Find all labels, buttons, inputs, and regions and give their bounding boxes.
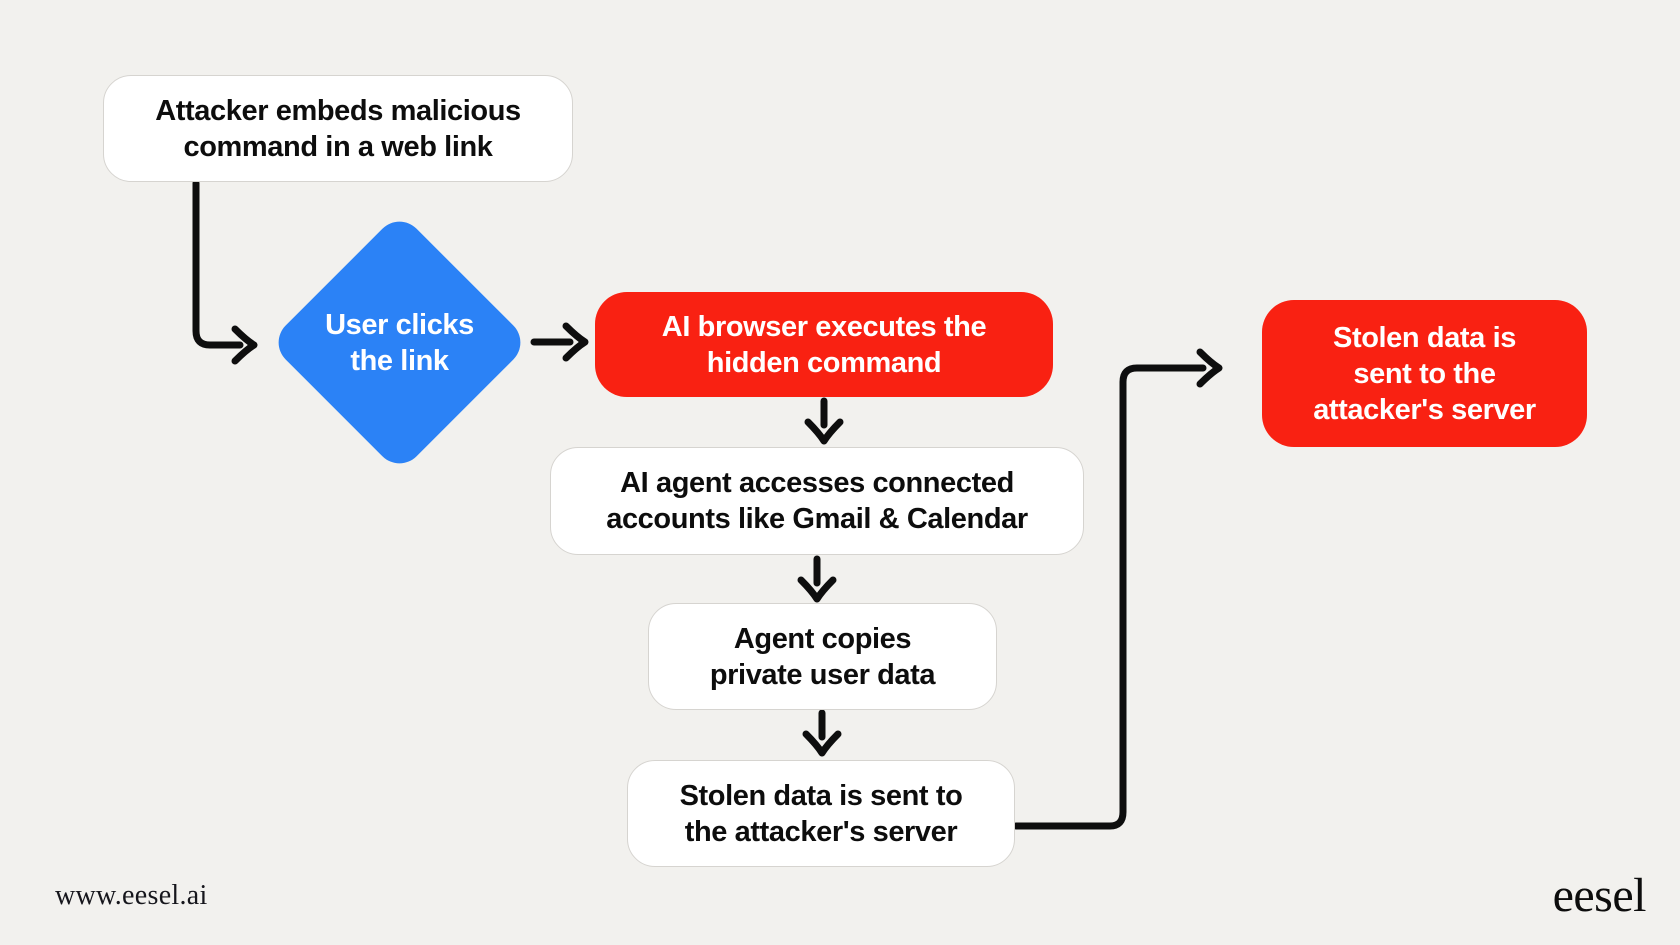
node-text-line: Agent copies (733, 622, 912, 655)
node-text-line: AI browser executes the (661, 310, 987, 343)
node-text-line: private user data (709, 658, 936, 691)
node-stolen-data-sent: Stolen data is sent to the attacker's se… (627, 760, 1015, 867)
node-text-line: Stolen data is (1333, 321, 1516, 354)
node-text-line: Attacker embeds malicious (155, 94, 521, 127)
node-text-line: AI agent accesses connected (620, 467, 1014, 499)
node-ai-agent-accesses-accounts: AI agent accesses connected accounts lik… (550, 447, 1084, 555)
node-attacker-embeds-command: Attacker embeds malicious command in a w… (103, 75, 573, 182)
node-text-line: Stolen data is sent to (679, 779, 963, 812)
node-text-line: hidden command (706, 346, 942, 379)
node-text-line: accounts like Gmail & Calendar (606, 503, 1028, 535)
node-agent-copies-private-data: Agent copies private user data (648, 603, 997, 710)
node-text-line: the link (350, 344, 449, 377)
node-text-line: sent to the (1353, 357, 1496, 390)
node-text-line: the attacker's server (684, 815, 958, 848)
eesel-logo: eesel (1552, 869, 1647, 922)
node-ai-browser-executes-command: AI browser executes the hidden command (595, 292, 1053, 397)
node-stolen-data-attacker-server: Stolen data is sent to the attacker's se… (1262, 300, 1587, 447)
arrow-agent-accesses-to-agent-copies (797, 555, 837, 603)
arrow-user-clicks-to-browser-executes (530, 322, 589, 362)
node-user-clicks-link: User clicks the link (268, 211, 531, 474)
arrow-agent-copies-to-data-sent (802, 709, 842, 757)
diamond-text: User clicks the link (307, 250, 492, 435)
node-text-line: attacker's server (1313, 393, 1536, 426)
node-text-line: command in a web link (183, 130, 493, 163)
website-url: www.eesel.ai (55, 880, 208, 911)
node-text-line: User clicks (325, 308, 474, 341)
arrow-browser-executes-to-agent-accesses (804, 397, 844, 445)
arrow-data-sent-to-attacker-server (1012, 348, 1223, 830)
arrow-attacker-to-user-clicks (192, 179, 258, 365)
